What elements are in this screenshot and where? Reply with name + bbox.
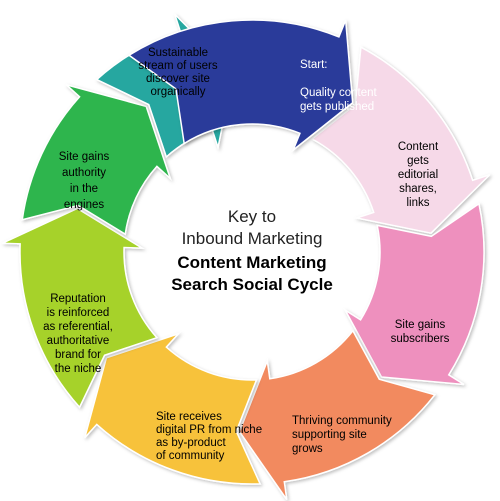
- arrow-segment-reputation: [1, 207, 159, 409]
- cycle-ring: [1, 13, 491, 500]
- segment-label-line: as by-product: [156, 437, 226, 449]
- segment-label-line: in the: [70, 183, 98, 195]
- center-line-4: Search Social Cycle: [171, 275, 333, 294]
- segment-label-line: gets: [407, 155, 429, 167]
- segment-label-line: editorial: [398, 169, 438, 181]
- segment-label-reputation: Reputation is reinforced as referential, au…: [43, 293, 113, 375]
- arrow-segment-community: [238, 329, 437, 500]
- segment-label-line: engines: [64, 199, 105, 211]
- segment-label-line: Sustainable: [148, 47, 208, 59]
- segment-label-line: Reputation: [50, 293, 106, 305]
- center-line-3: Content Marketing: [177, 253, 326, 272]
- arrow-segment-digital-pr: [83, 332, 262, 485]
- segment-label-line: Content: [398, 141, 439, 153]
- arrow-segment-authority: [21, 83, 172, 236]
- segment-label-line: Thriving community: [292, 415, 392, 427]
- segment-label-line: the niche: [55, 363, 102, 375]
- segment-label-start: Start: Quality content gets published: [300, 59, 378, 113]
- segment-label-line: supporting site: [292, 429, 367, 441]
- arrow-segment-subscribers: [343, 202, 485, 386]
- segment-label-line: subscribers: [391, 333, 450, 345]
- segment-label-line: organically: [151, 86, 206, 98]
- segment-label-line: is reinforced: [47, 307, 110, 319]
- segment-label-line: Start:: [300, 59, 327, 71]
- segment-label-line: Site gains: [59, 151, 110, 163]
- center-line-1: Key to: [228, 207, 276, 226]
- segment-label-community: Thriving community supporting site grows: [292, 415, 392, 455]
- segment-label-line: discover site: [146, 73, 210, 85]
- center-line-2: Inbound Marketing: [182, 229, 323, 248]
- segment-label-line: brand for: [55, 349, 101, 361]
- segment-label-line: shares,: [399, 183, 437, 195]
- center-label: Key to Inbound Marketing Content Marketi…: [171, 207, 333, 294]
- segment-label-line: as referential,: [43, 321, 113, 333]
- segment-label-line: authority: [62, 167, 106, 179]
- segment-label-line: [300, 73, 303, 85]
- segment-label-line: gets published: [300, 101, 374, 113]
- segment-label-authority: Site gains authority in the engines: [59, 151, 110, 211]
- segment-label-line: of community: [156, 450, 225, 462]
- arrow-segment-start: [127, 19, 354, 153]
- segment-label-line: stream of users: [138, 60, 217, 72]
- segment-label-subscribers: Site gains subscribers: [391, 319, 450, 345]
- arrow-segment-shares: [310, 45, 491, 235]
- segment-label-shares: Content gets editorial shares, links: [398, 141, 439, 209]
- segment-label-line: grows: [292, 443, 323, 455]
- segment-label-line: authoritative: [47, 335, 110, 347]
- segment-label-line: Quality content: [300, 87, 378, 99]
- segment-label-line: Site receives: [156, 411, 222, 423]
- segment-label-line: Site gains: [395, 319, 446, 331]
- segment-label-line: links: [406, 197, 429, 209]
- segment-label-line: digital PR from niche: [156, 424, 262, 436]
